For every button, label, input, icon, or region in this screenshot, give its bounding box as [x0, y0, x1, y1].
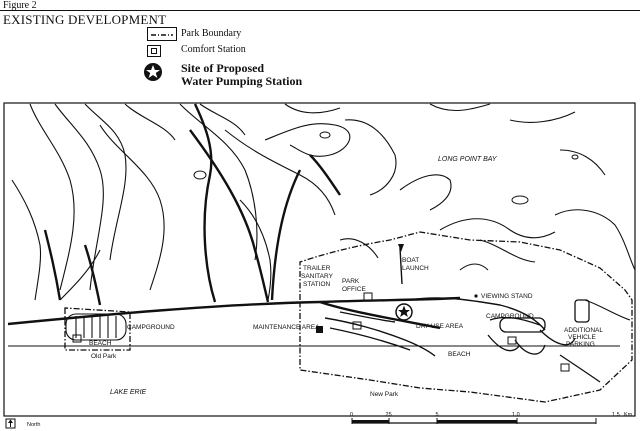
star-icon: [144, 63, 162, 81]
legend-boundary-label: Park Boundary: [181, 28, 242, 39]
header-rule: [0, 10, 640, 11]
maintenance-building: [316, 326, 323, 333]
old-campground: [8, 313, 620, 347]
label-long-point-bay: LONG POINT BAY: [438, 156, 498, 163]
scale-unit: Km: [624, 412, 633, 418]
label-viewing-stand: VIEWING STAND: [481, 293, 533, 300]
new-campground: [487, 299, 601, 383]
north-label: North: [27, 422, 40, 428]
comfort-stations: [72, 292, 570, 372]
shoreline-contours: [11, 103, 636, 321]
figure-number: Figure 2: [3, 0, 37, 11]
label-trailer-1: TRAILER: [303, 265, 331, 272]
label-boat-2: LAUNCH: [402, 265, 429, 272]
label-trailer-2: SANITARY: [301, 273, 334, 280]
scale-bar: [351, 418, 597, 424]
scale-tick-4: 1.5: [612, 412, 620, 418]
scale-tick-1: .25: [384, 412, 392, 418]
label-additional-2: VEHICLE: [568, 334, 596, 341]
marsh-islands: [193, 131, 579, 205]
boat-launch-ramp: [399, 247, 403, 285]
map-frame: [3, 102, 636, 417]
legend-comfort-label: Comfort Station: [181, 44, 246, 55]
legend-boundary-swatch: [147, 27, 177, 41]
label-boat-1: BOAT: [402, 257, 419, 264]
scale-tick-3: 1.0: [512, 412, 520, 418]
label-campground-old: CAMPGROUND: [127, 324, 175, 331]
label-park-office-2: OFFICE: [342, 286, 366, 293]
legend-pump-label-1: Site of Proposed: [181, 61, 265, 75]
dashed-line-icon: [151, 34, 173, 36]
park-boundary: [64, 231, 633, 403]
label-new-park: New Park: [370, 391, 399, 398]
comfort-station-icon: [147, 45, 161, 57]
label-day-use: DAY USE AREA: [416, 323, 464, 330]
label-additional-3: PARKING: [566, 341, 595, 348]
label-lake-erie: LAKE ERIE: [110, 389, 147, 396]
viewing-stand-marker: [474, 294, 478, 298]
label-additional-1: ADDITIONAL: [564, 327, 603, 334]
boat-launch-marker: [398, 244, 404, 252]
scale-tick-0: 0: [350, 412, 353, 418]
label-campground-new: CAMPGROUND: [486, 313, 534, 320]
legend-pump-label-2: Water Pumping Station: [181, 74, 303, 88]
scale-tick-2: .5: [434, 412, 439, 418]
north-arrow-icon: [5, 418, 16, 429]
label-trailer-3: STATION: [303, 281, 331, 288]
map-title: EXISTING DEVELOPMENT: [3, 12, 167, 27]
label-maintenance: MAINTENANCE AREA: [253, 324, 320, 331]
label-park-office-1: PARK: [342, 278, 360, 285]
day-use-parking: [324, 297, 546, 357]
label-old-park: Old Park: [91, 353, 117, 360]
label-beach-old: BEACH: [89, 340, 112, 347]
label-beach-new: BEACH: [448, 351, 471, 358]
